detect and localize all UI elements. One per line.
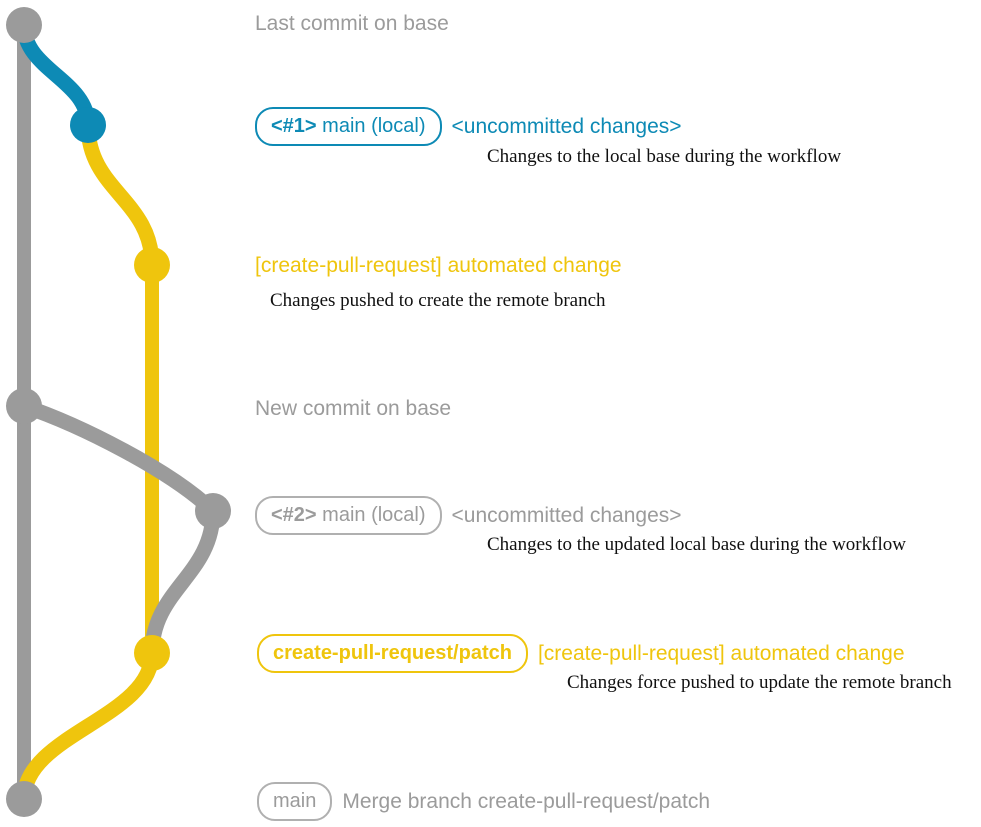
row-local-1: <#1> main (local) <uncommitted changes> [255,107,682,146]
branch-label-local-2-prefix: <#2> [271,504,317,526]
branch-label-local-1[interactable]: <#1> main (local) [255,107,442,146]
row-automated-2: create-pull-request/patch [create-pull-r… [257,634,905,673]
commit-subject-last-commit-on-base: Last commit on base [255,12,449,35]
edge-base-to-local-2 [16,398,221,519]
edge-local-2-to-patch-2 [144,503,221,661]
branch-label-local-1-text: main (local) [316,115,426,137]
branch-label-main-text: main [273,790,317,812]
commit-description-local-2: Changes to the updated local base during… [487,534,906,555]
commit-node-new-commit-on-base[interactable] [6,388,42,424]
branch-label-local-2[interactable]: <#2> main (local) [255,496,442,535]
edge-patch-2-to-merge [16,645,160,807]
commit-node-local-2[interactable] [195,493,231,529]
branch-label-local-2-text: main (local) [316,504,426,526]
commit-node-automated-2[interactable] [134,635,170,671]
row-local-2: <#2> main (local) <uncommitted changes> [255,496,682,535]
row-automated-1: [create-pull-request] automated change [255,254,622,278]
row-merge: main Merge branch create-pull-request/pa… [257,782,710,821]
commit-subject-automated-1: [create-pull-request] automated change [255,254,622,277]
commit-subject-local-2: <uncommitted changes> [451,503,682,527]
branch-label-create-pull-request-patch[interactable]: create-pull-request/patch [257,634,528,673]
commit-description-automated-1: Changes pushed to create the remote bran… [270,290,606,311]
commit-subject-merge: Merge branch create-pull-request/patch [342,789,711,813]
branch-label-main[interactable]: main [257,782,333,821]
commit-description-local-1: Changes to the local base during the wor… [487,146,842,167]
edge-local-1-to-patch-1 [80,117,160,273]
branch-label-create-pull-request-patch-text: create-pull-request/patch [273,642,512,664]
commit-node-automated-1[interactable] [134,247,170,283]
row-last-commit-on-base: Last commit on base [255,12,449,36]
commit-description-automated-2: Changes force pushed to update the remot… [567,672,952,693]
commit-subject-automated-2: [create-pull-request] automated change [537,641,905,665]
branch-label-local-1-prefix: <#1> [271,115,317,137]
commit-node-last-commit-on-base[interactable] [6,7,42,43]
commit-node-local-1[interactable] [70,107,106,143]
commit-subject-new-commit-on-base: New commit on base [255,397,452,420]
row-new-commit-on-base: New commit on base [255,397,451,421]
commit-node-merge[interactable] [6,781,42,817]
commit-subject-local-1: <uncommitted changes> [451,114,682,138]
